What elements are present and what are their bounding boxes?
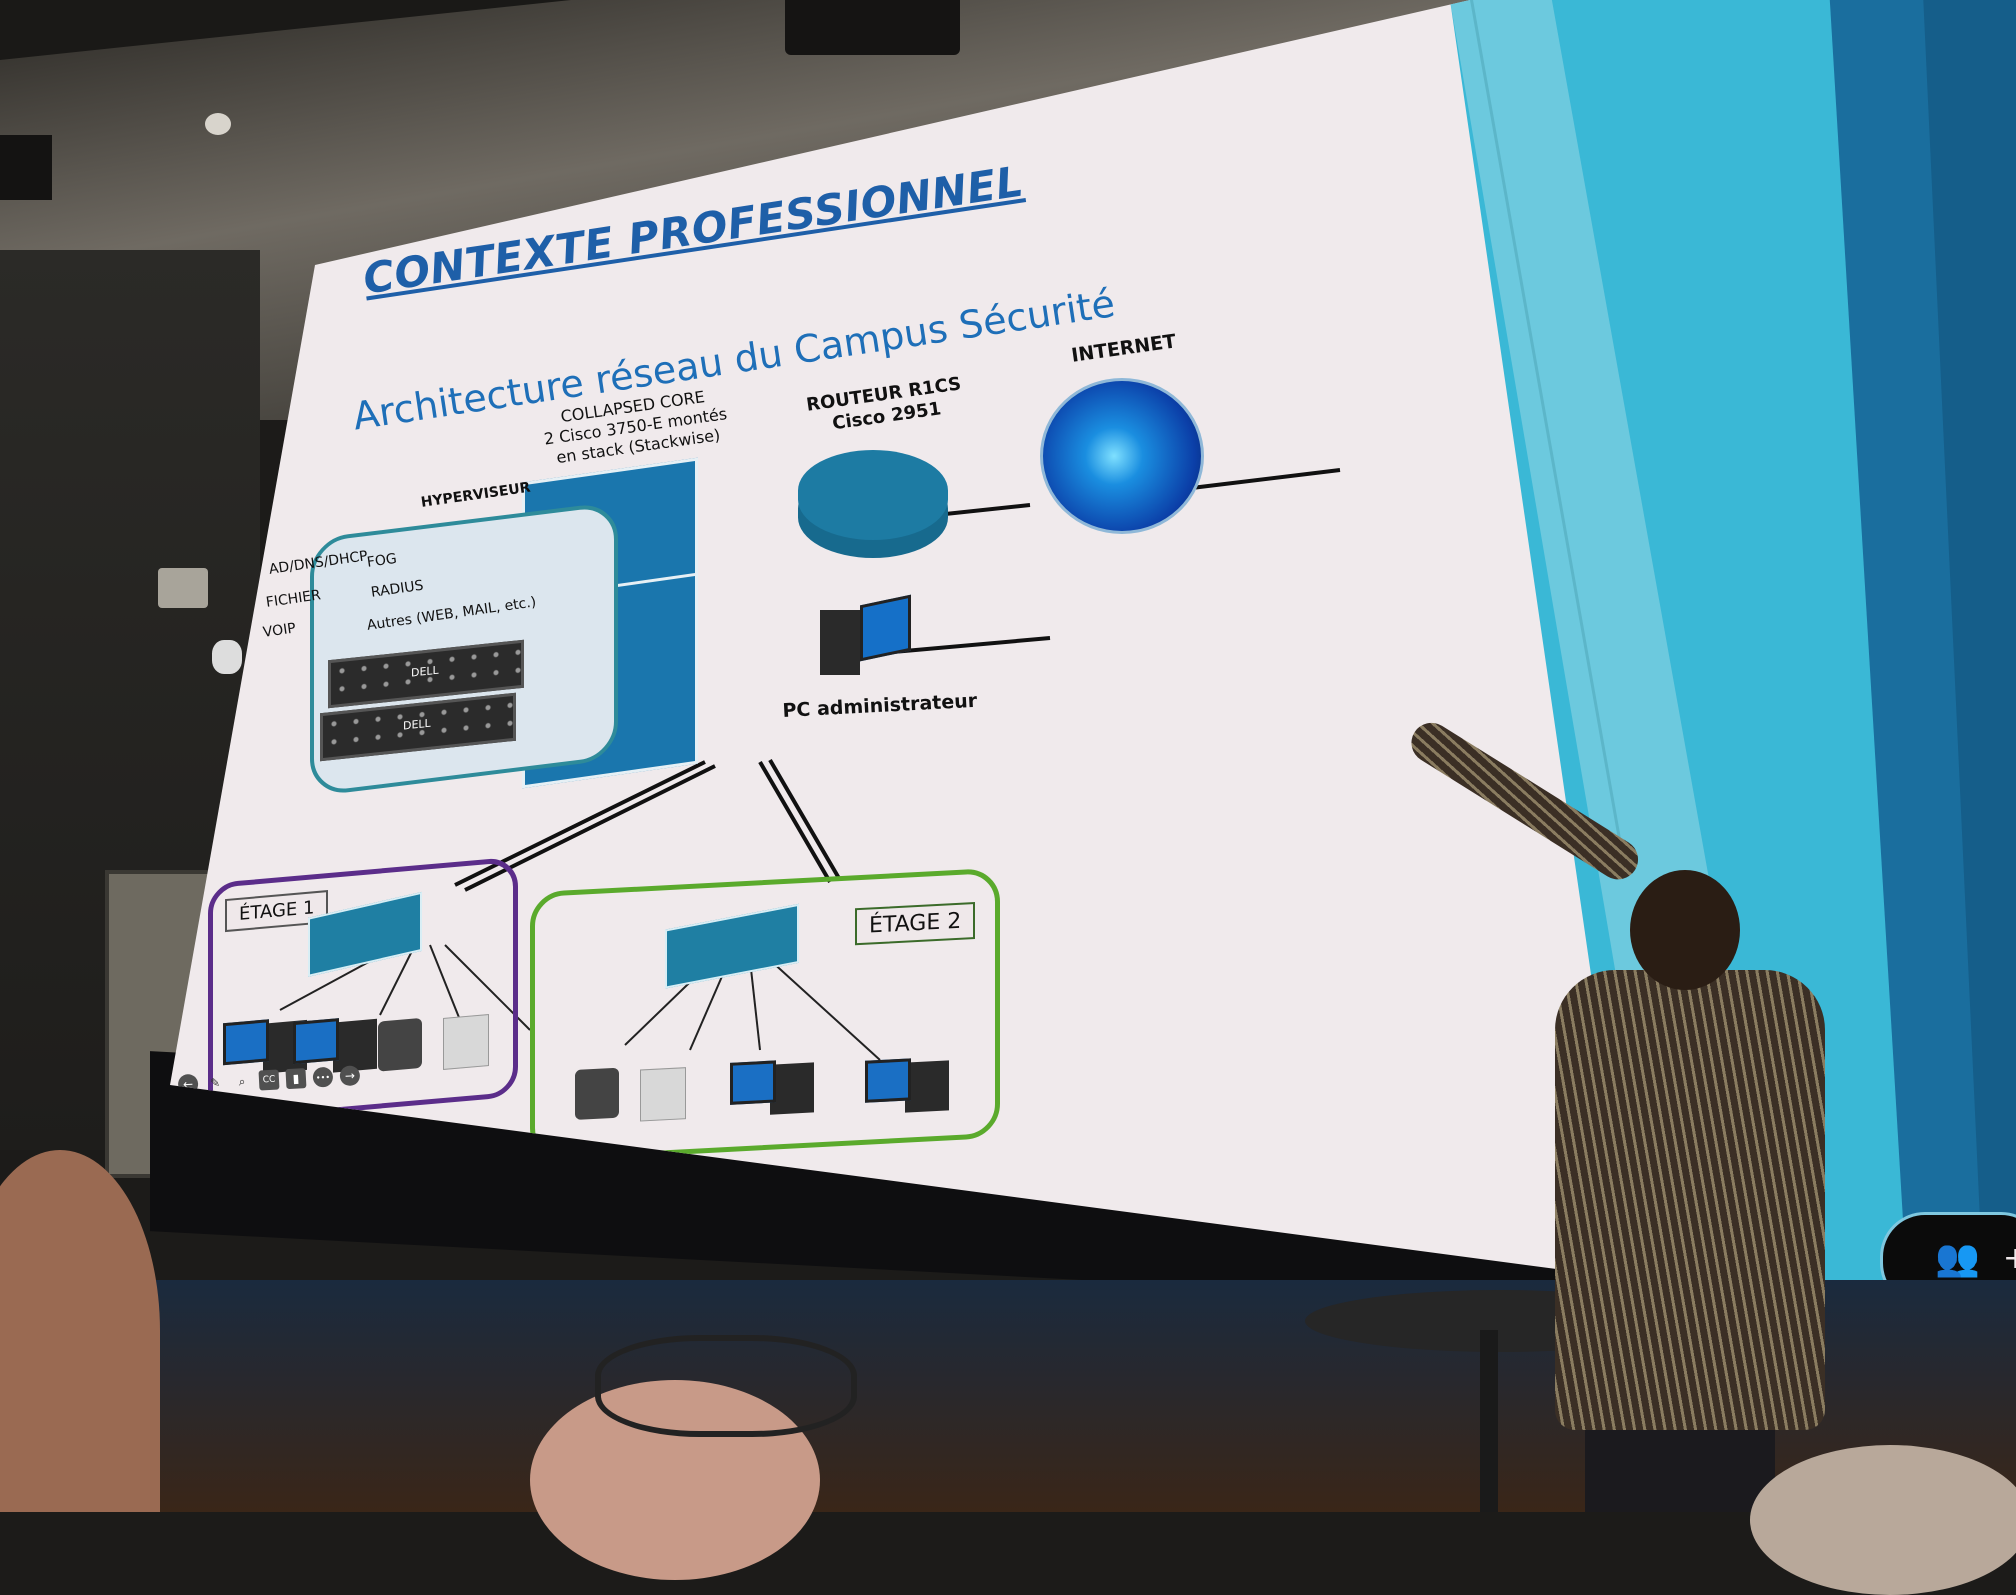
access-switch-icon [665,903,799,989]
presenter-body [1555,970,1825,1430]
wall-speaker [0,135,52,200]
audience-member-left [0,1150,160,1512]
zoom-icon[interactable]: ⌕ [238,1073,246,1089]
link-core-floor2-a [758,760,832,884]
slide: CONTEXTE PROFESSIONNEL Architecture rése… [170,0,2016,1330]
link-core-floor2-b [768,758,842,882]
router-icon [798,450,948,540]
link-f1-phone [429,944,461,1021]
globe-icon [1040,378,1204,534]
desktop-pc-icon [770,1062,814,1115]
server-brand: DELL [403,716,431,733]
audience-glasses [595,1335,857,1437]
projector [785,0,960,55]
presenter [1403,715,1825,1512]
smoke-detector [205,113,231,135]
people-icon: 👥 [1935,1238,1980,1279]
link-core-floor1-b [464,764,716,892]
link-router-internet [1174,468,1341,492]
server-brand: DELL [411,663,439,680]
wall-sensor [158,568,208,608]
audience-member-right [1750,1445,2016,1595]
desktop-pc-icon [905,1060,949,1113]
pc-tower [820,610,860,675]
presenter-legs [1585,1430,1775,1512]
subtitles-icon[interactable]: CC [258,1069,280,1091]
link-f2-pc1 [749,959,761,1051]
stage-table-leg [1480,1330,1498,1512]
next-slide-icon[interactable]: → [339,1065,361,1087]
link-core-floor1-a [454,760,706,887]
slides-icon[interactable]: ▮ [285,1068,307,1090]
floor2-label: ÉTAGE 2 [855,901,976,946]
desktop-pc-icon [820,594,920,680]
ceiling-camera [212,640,242,674]
pc-monitor [860,594,911,662]
ip-phone-icon [575,1067,619,1120]
floor2-box: ÉTAGE 2 [530,867,1000,1163]
link-f1-pc2 [379,944,416,1016]
more-options-icon[interactable]: ••• [312,1066,334,1088]
link-f2-pc2 [769,959,881,1061]
ip-phone-icon [378,1017,422,1072]
link-f1-printer [444,944,531,1031]
presenter-head [1630,870,1740,990]
printer-icon [443,1013,489,1071]
plus-icon: + [2003,1241,2016,1276]
printer-icon [640,1067,686,1122]
